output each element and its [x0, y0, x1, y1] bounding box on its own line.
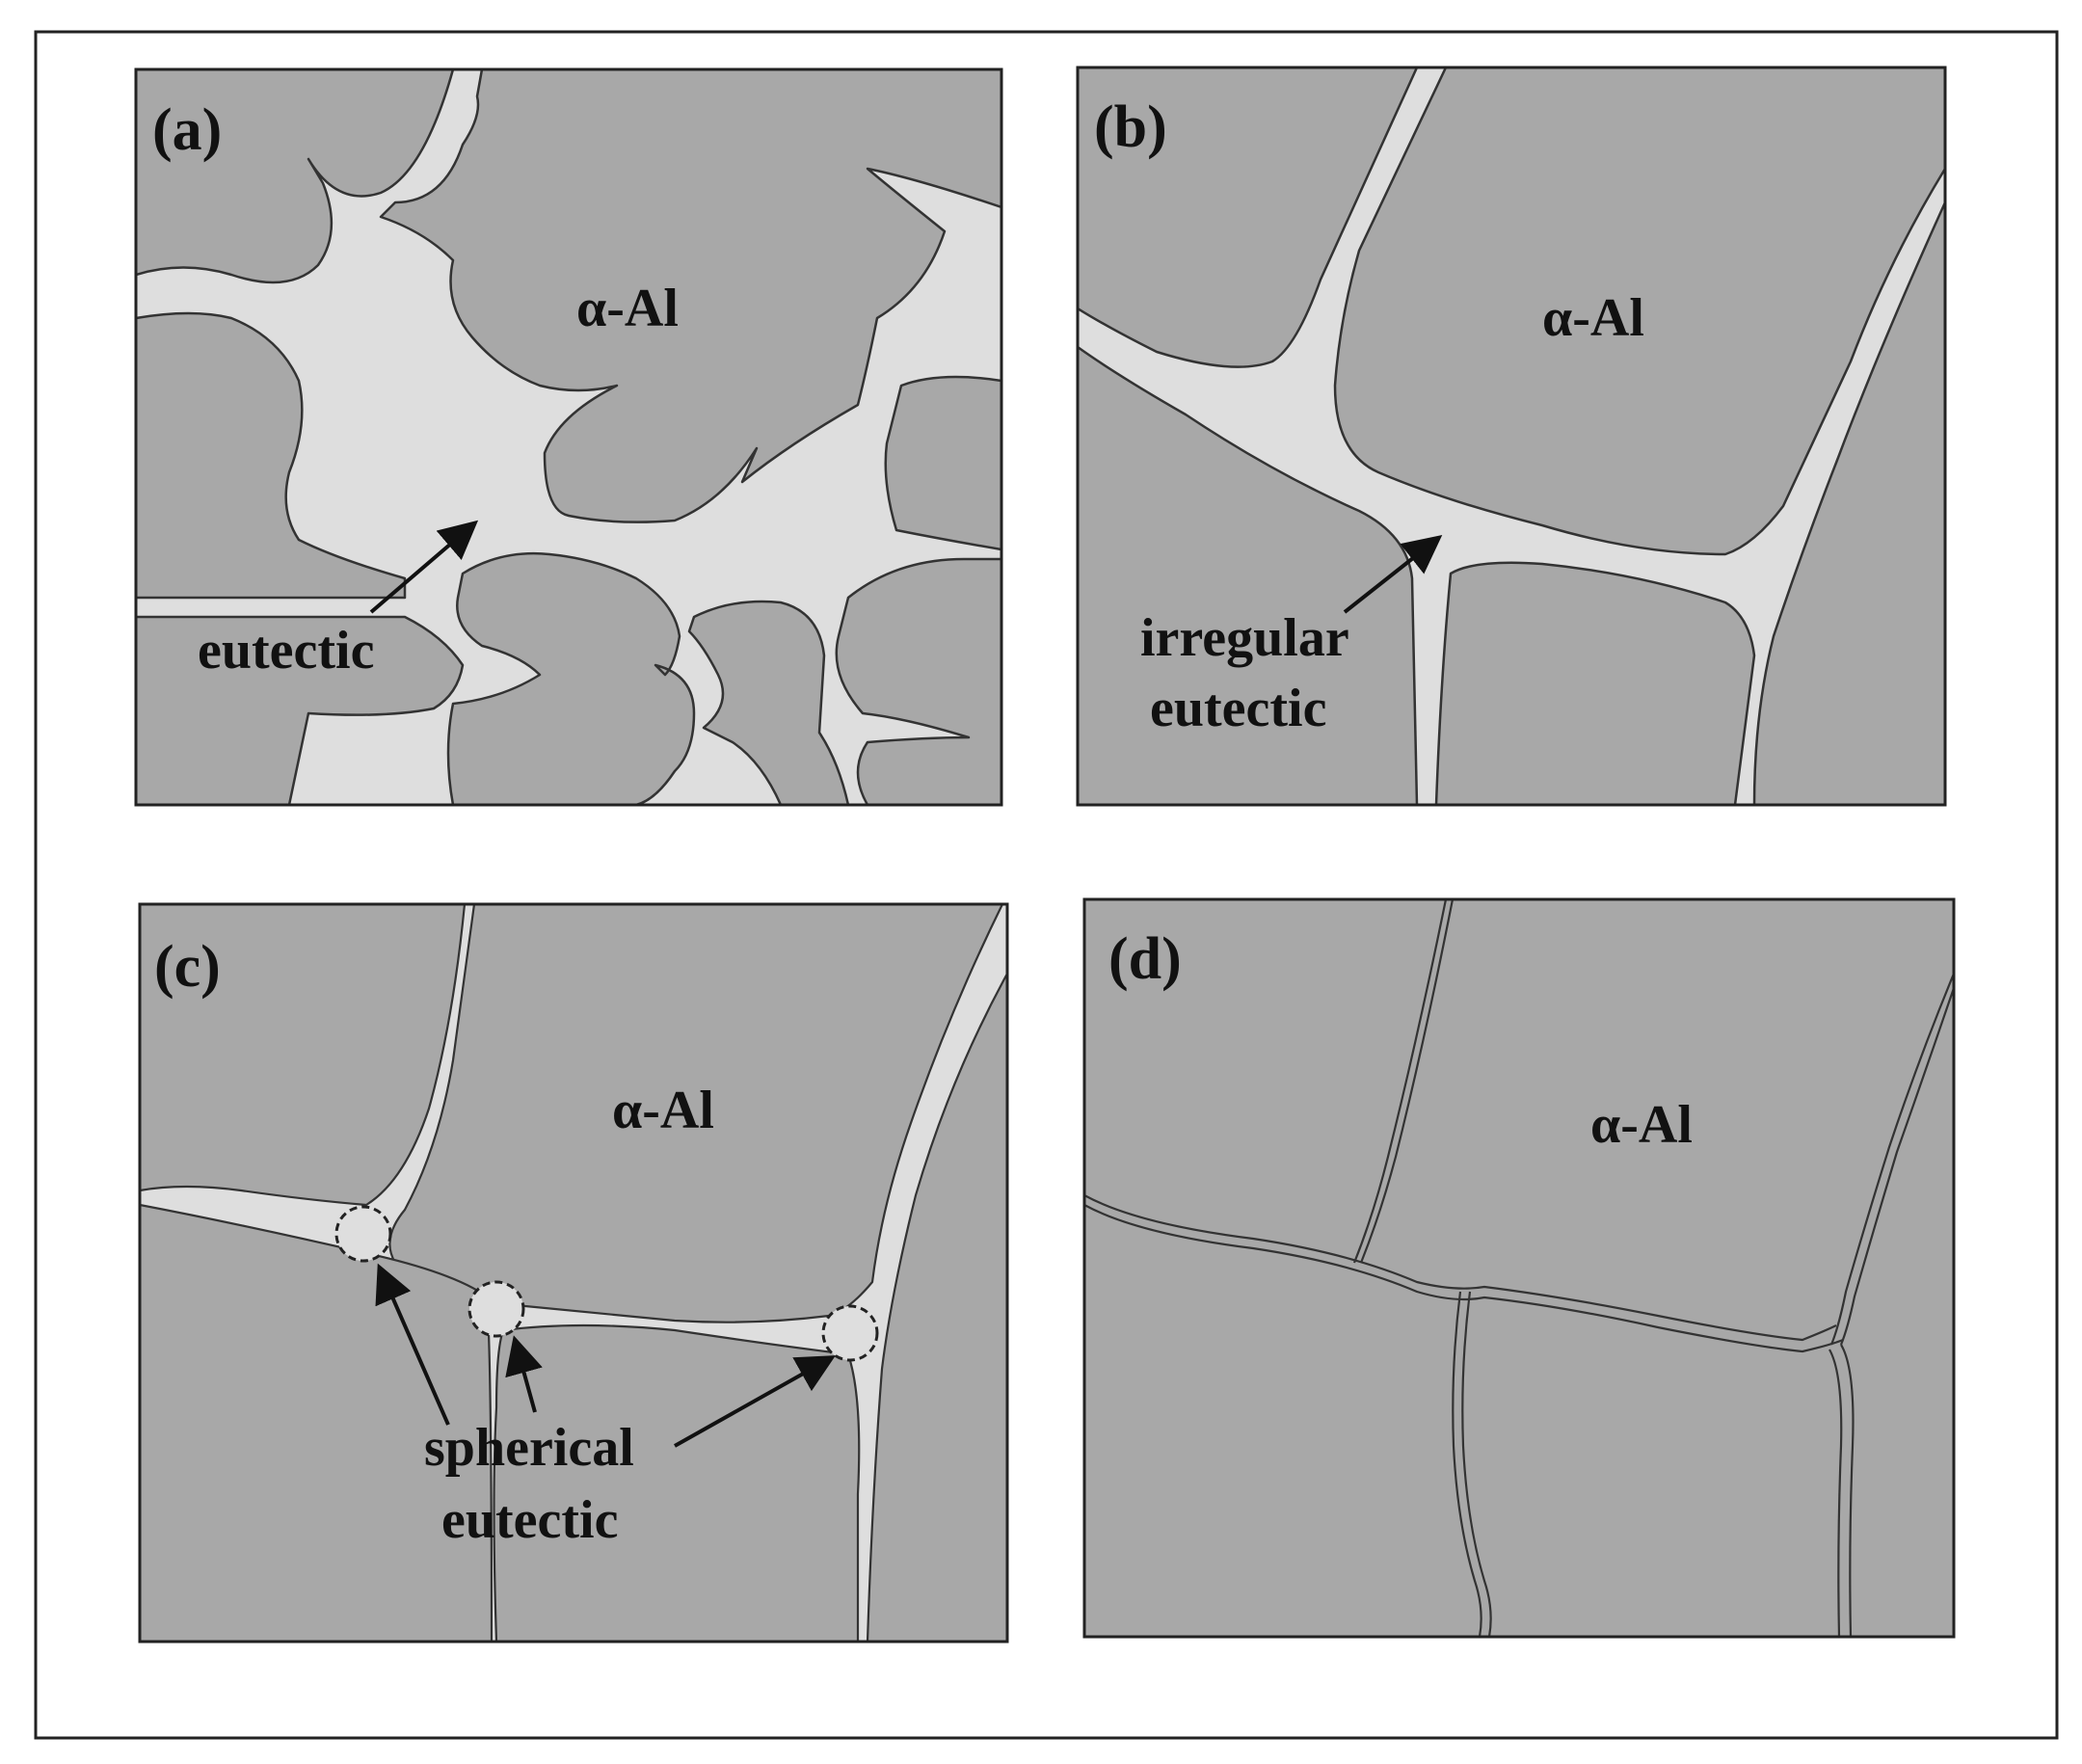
panel-d-border	[1082, 897, 1956, 1639]
panel-c: (c) α-Al spherical eutectic	[138, 902, 1009, 1644]
grain-boundary	[1829, 973, 1954, 1346]
panel-c-eutectic-label: eutectic	[441, 1490, 618, 1550]
panel-b-eutectic-arrow	[1343, 535, 1443, 614]
grain-boundary	[1461, 1291, 1492, 1637]
grain-boundary	[1084, 1194, 1837, 1342]
panel-d-phase-label: α-Al	[1590, 1095, 1693, 1155]
grain	[835, 557, 1001, 805]
spherical-eutectic-circle	[821, 1304, 879, 1362]
panel-c-spherical-label: spherical	[424, 1418, 634, 1478]
panel-c-phase-label: α-Al	[612, 1081, 714, 1140]
spherical-eutectic-circle	[334, 1205, 392, 1263]
grain	[493, 1323, 861, 1642]
grain	[884, 375, 1001, 551]
grain-boundary	[1452, 1291, 1482, 1637]
panel-b-eutectic-label: eutectic	[1150, 679, 1326, 738]
panel-d-label: (d)	[1108, 926, 1182, 992]
grain	[379, 69, 1001, 523]
grain	[140, 904, 467, 1207]
grain-boundary	[1084, 1204, 1844, 1353]
grain	[1078, 67, 1419, 368]
panel-d: (d) α-Al	[1082, 897, 1956, 1639]
panel-c-border	[138, 902, 1009, 1644]
panel-a-phase-label: α-Al	[576, 279, 679, 338]
panel-a-border	[134, 67, 1003, 807]
panel-b-phase-label: α-Al	[1542, 288, 1644, 348]
spherical-eutectic-circle	[467, 1280, 525, 1338]
panel-c-arrow-3	[674, 1355, 836, 1448]
grain-boundary	[1359, 899, 1455, 1264]
panel-b-label: (b)	[1094, 94, 1167, 160]
grain-boundary	[1839, 987, 1954, 1346]
grain	[136, 311, 407, 600]
grain-boundary	[1828, 1349, 1843, 1637]
grain	[1752, 200, 1945, 805]
panel-a-eutectic-arrow	[369, 520, 479, 614]
grain	[136, 69, 455, 284]
panel-d-background	[1084, 899, 1954, 1637]
spherical-eutectic-circles	[334, 1205, 879, 1362]
panel-a: (a) α-Al eutectic	[134, 67, 1003, 807]
panel-c-arrow-1	[375, 1263, 450, 1426]
grain	[446, 551, 696, 805]
grain	[388, 904, 1004, 1323]
panel-c-label: (c)	[154, 934, 221, 1000]
grain	[1333, 67, 1945, 556]
grain	[866, 972, 1007, 1642]
grain	[1434, 561, 1756, 805]
panel-a-label: (a)	[152, 97, 222, 163]
panel-c-arrow-2	[505, 1335, 543, 1413]
grain-boundary	[1840, 1344, 1855, 1637]
panel-b-irregular-label: irregular	[1140, 608, 1349, 668]
grain	[136, 615, 465, 805]
panel-a-eutectic-label: eutectic	[198, 621, 374, 681]
panel-b-border	[1076, 66, 1947, 807]
grain-boundary	[1352, 899, 1448, 1264]
grain	[140, 1203, 494, 1642]
panel-b: (b) α-Al irregular eutectic	[1076, 66, 1947, 807]
